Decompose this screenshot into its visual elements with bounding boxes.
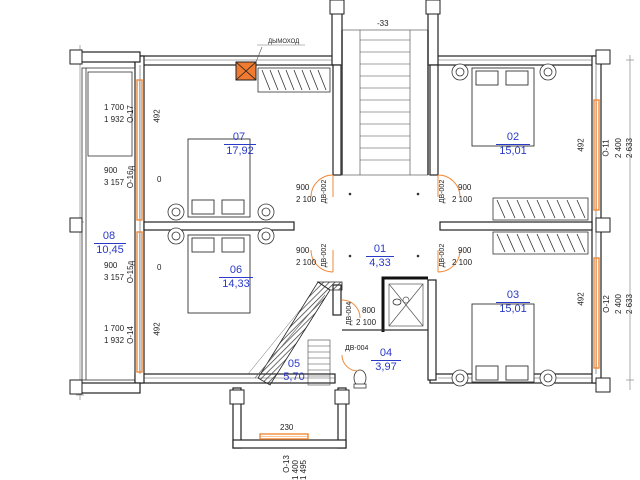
door-lower-right-label: ДВ-002 bbox=[439, 243, 447, 268]
room-06-number: 06 bbox=[229, 264, 243, 276]
door-upper-right-height: 2 100 bbox=[452, 195, 473, 204]
chimney bbox=[235, 46, 263, 81]
door-upper-left-label: ДВ-002 bbox=[321, 179, 329, 204]
room-03-number: 03 bbox=[506, 289, 520, 301]
door-bath-width: 800 bbox=[362, 306, 376, 315]
window-o13-label: О-13 bbox=[281, 455, 291, 473]
door-upper-right-width: 900 bbox=[458, 183, 472, 192]
dim-492-a: 492 bbox=[152, 109, 162, 123]
lower-stair bbox=[307, 339, 331, 386]
door-swings bbox=[310, 174, 461, 372]
window-o16-height: 3 157 bbox=[104, 178, 125, 187]
window-o15-label: О-15д bbox=[126, 260, 136, 284]
door-lower-left-label: ДВ-002 bbox=[321, 243, 329, 268]
room-04-number: 04 bbox=[379, 347, 393, 359]
window-o16-label: О-16д bbox=[126, 165, 136, 189]
window-o14-width: 1 700 bbox=[104, 324, 125, 333]
window-glass-lines bbox=[139, 80, 597, 437]
room-04-area: 3,97 bbox=[371, 360, 401, 373]
room-01-number: 01 bbox=[373, 243, 387, 255]
staircase bbox=[341, 29, 429, 176]
dim-492-c: 492 bbox=[576, 138, 586, 152]
beds bbox=[187, 67, 535, 383]
window-o14-height: 1 932 bbox=[104, 336, 125, 345]
level-marks bbox=[348, 192, 420, 258]
room-07-area: 17,92 bbox=[224, 144, 256, 157]
room-08-area: 10,45 bbox=[94, 243, 126, 256]
log-ends bbox=[69, 0, 611, 405]
door-wc-label: ДВ-004 bbox=[345, 345, 369, 352]
dim-0-b: 0 bbox=[157, 263, 162, 272]
door-upper-left-height: 2 100 bbox=[296, 195, 317, 204]
room-03-area: 15,01 bbox=[496, 302, 530, 315]
room-05-area: 5,70 bbox=[283, 371, 305, 383]
nightstands bbox=[167, 63, 557, 387]
wardrobes bbox=[257, 67, 589, 255]
dim-0-a: 0 bbox=[157, 175, 162, 184]
diagonal-stair-wall bbox=[247, 281, 343, 386]
interior-walls bbox=[143, 64, 593, 381]
room-06-area: 14,33 bbox=[219, 277, 253, 290]
bathroom-walls bbox=[342, 276, 428, 332]
window-o13-height: 1 495 bbox=[299, 459, 309, 480]
room-05-number: 05 bbox=[287, 358, 301, 370]
window-o11-label: О-11 bbox=[601, 139, 611, 157]
window-o12-height: 2 633 bbox=[625, 293, 635, 315]
room-02-area: 15,01 bbox=[496, 144, 530, 157]
window-o14-label: О-14 bbox=[125, 326, 135, 344]
door-lower-left-height: 2 100 bbox=[296, 258, 317, 267]
room-07-number: 07 bbox=[232, 131, 246, 143]
window-o12-width: 2 400 bbox=[614, 293, 624, 315]
window-o11-width: 2 400 bbox=[614, 137, 624, 159]
window-o17-width: 1 700 bbox=[104, 103, 125, 112]
door-lower-right-height: 2 100 bbox=[452, 258, 473, 267]
door-upper-right-label: ДВ-002 bbox=[439, 179, 447, 204]
sanitary bbox=[353, 298, 402, 389]
window-o17-height: 1 932 bbox=[104, 115, 125, 124]
window-o13-dim: 230 bbox=[280, 423, 294, 432]
top-dimension-label: -33 bbox=[377, 19, 389, 28]
dim-492-b: 492 bbox=[152, 322, 162, 336]
room-01-area: 4,33 bbox=[366, 256, 394, 269]
window-o15-height: 3 157 bbox=[104, 273, 125, 282]
window-o16-width: 900 bbox=[104, 166, 118, 175]
door-lower-right-width: 900 bbox=[458, 246, 472, 255]
window-o12-label: О-12 bbox=[601, 295, 611, 313]
window-o15-width: 900 bbox=[104, 261, 118, 270]
window-o11-height: 2 633 bbox=[625, 137, 635, 159]
room-02-number: 02 bbox=[506, 131, 520, 143]
door-lower-left-width: 900 bbox=[296, 246, 310, 255]
door-bath-label: ДВ-004 bbox=[346, 301, 354, 326]
window-o17-label: О-17 bbox=[125, 105, 135, 123]
dim-492-d: 492 bbox=[576, 292, 586, 306]
room-08-number: 08 bbox=[102, 230, 116, 242]
door-upper-left-width: 900 bbox=[296, 183, 310, 192]
door-bath-height: 2 100 bbox=[356, 318, 377, 327]
chimney-label: ДЫМОХОД bbox=[268, 39, 300, 45]
shower bbox=[388, 283, 424, 327]
